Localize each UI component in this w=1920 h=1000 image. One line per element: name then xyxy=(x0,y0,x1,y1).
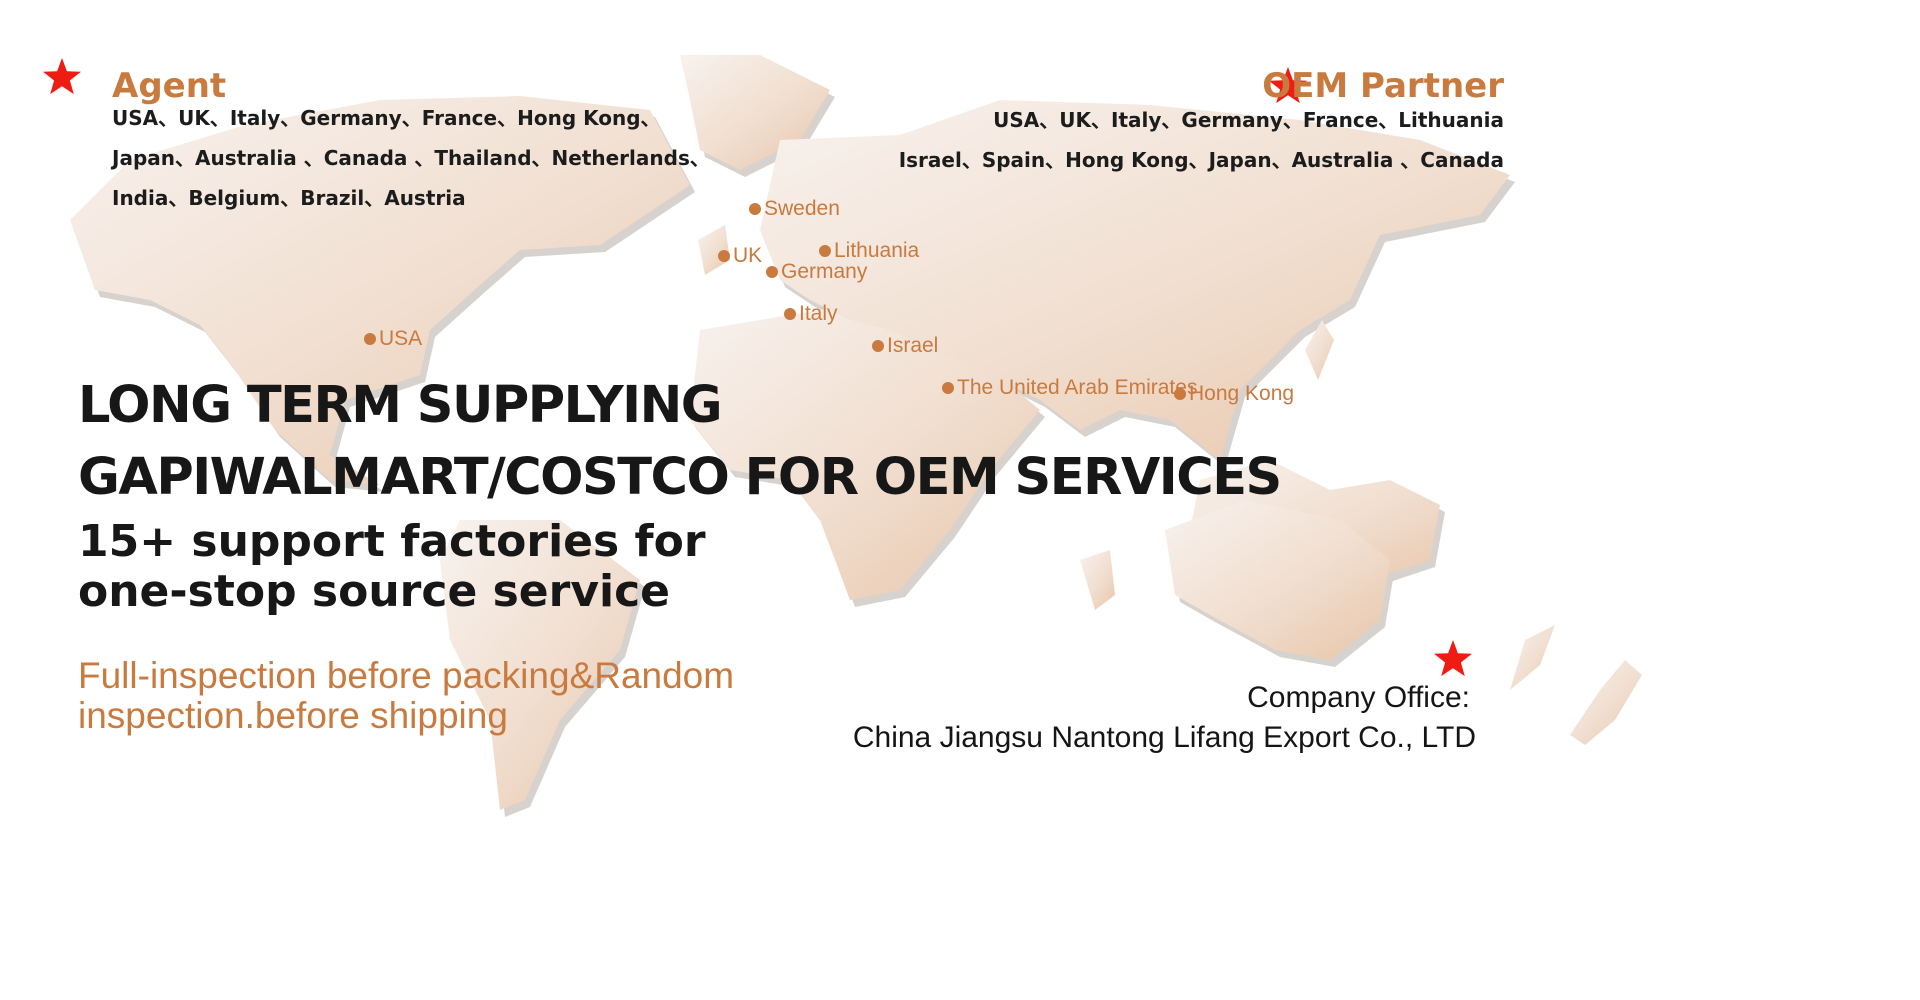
location-marker: USA xyxy=(364,327,422,351)
agent-country-list: USA、UK、Italy、Germany、France、Hong Kong、 J… xyxy=(112,98,710,218)
location-marker: Lithuania xyxy=(819,239,919,263)
oem-countries-line: Israel、Spain、Hong Kong、Japan、Australia 、… xyxy=(898,148,1504,172)
subheadline-line: 15+ support factories for xyxy=(78,516,706,567)
inspection-line: inspection.before shipping xyxy=(78,695,508,736)
location-marker: UK xyxy=(718,244,762,268)
location-dot-icon xyxy=(819,245,831,257)
agent-countries-line: USA、UK、Italy、Germany、France、Hong Kong、 xyxy=(112,106,661,130)
marker-label: The United Arab Emirates xyxy=(957,376,1198,399)
agent-title: Agent xyxy=(112,66,227,106)
oem-title: OEM Partner xyxy=(1262,66,1504,106)
star-icon xyxy=(1434,640,1472,677)
location-dot-icon xyxy=(942,382,954,394)
subheadline: 15+ support factories for one-stop sourc… xyxy=(78,517,706,617)
location-dot-icon xyxy=(1174,388,1186,400)
marker-label: Israel xyxy=(887,334,939,357)
marker-label: Sweden xyxy=(764,197,840,220)
location-marker: The United Arab Emirates xyxy=(942,376,1197,400)
star-icon xyxy=(1269,67,1307,104)
oem-country-list: USA、UK、Italy、Germany、France、Lithuania Is… xyxy=(899,100,1504,180)
oem-countries-line: USA、UK、Italy、Germany、France、Lithuania xyxy=(993,108,1504,132)
headline-line: LONG TERM SUPPLYING xyxy=(78,376,723,435)
marker-label: Italy xyxy=(799,302,838,325)
marker-label: USA xyxy=(379,327,423,350)
location-dot-icon xyxy=(364,333,376,345)
marker-label: Lithuania xyxy=(834,239,920,262)
location-dot-icon xyxy=(718,250,730,262)
inspection-line: Full-inspection before packing&Random xyxy=(78,655,735,696)
subheadline-line: one-stop source service xyxy=(78,566,671,617)
headline-line: GAPIWALMART/COSTCO FOR OEM SERVICES xyxy=(78,448,1282,507)
location-dot-icon xyxy=(784,308,796,320)
location-dot-icon xyxy=(872,340,884,352)
location-marker: Sweden xyxy=(749,197,840,221)
inspection-note: Full-inspection before packing&Random in… xyxy=(78,656,734,736)
agent-countries-line: Japan、Australia 、Canada 、Thailand、Nether… xyxy=(112,146,710,170)
location-marker: Germany xyxy=(766,260,867,284)
location-marker: Israel xyxy=(872,334,938,358)
marker-label: UK xyxy=(733,244,763,267)
location-dot-icon xyxy=(749,203,761,215)
headline: LONG TERM SUPPLYING GAPIWALMART/COSTCO F… xyxy=(78,370,1282,514)
location-dot-icon xyxy=(766,266,778,278)
location-marker: Italy xyxy=(784,302,838,326)
star-icon xyxy=(43,58,81,95)
company-office-label: Company Office: xyxy=(1247,681,1470,714)
marker-label: Hong Kong xyxy=(1189,382,1295,405)
agent-countries-line: India、Belgium、Brazil、Austria xyxy=(112,186,466,210)
marker-label: Germany xyxy=(781,260,868,283)
company-office: Company Office: China Jiangsu Nantong Li… xyxy=(853,678,1476,758)
location-marker: Hong Kong xyxy=(1174,382,1294,406)
company-name: China Jiangsu Nantong Lifang Export Co.,… xyxy=(852,721,1476,754)
